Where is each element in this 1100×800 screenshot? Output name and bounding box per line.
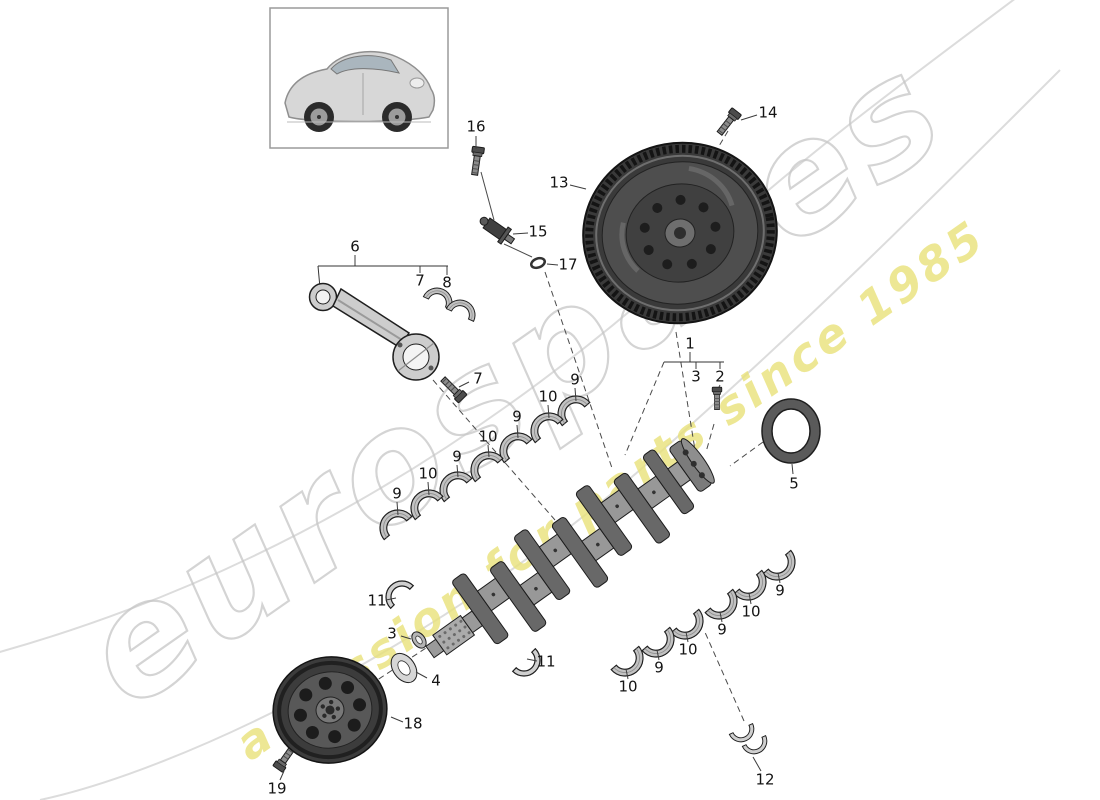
washer-17 [529, 256, 547, 270]
pulley-damper [272, 656, 388, 764]
car-illustration [284, 50, 436, 132]
callout-leader [748, 592, 752, 605]
part-callout-9-28[interactable]: 9 [654, 659, 664, 677]
callout-leader [279, 770, 285, 781]
assembly-lines [291, 130, 764, 752]
part-callout-3-10[interactable]: 3 [691, 368, 701, 386]
part-callout-11-20[interactable]: 11 [367, 592, 386, 610]
part-callout-18-30[interactable]: 18 [403, 715, 422, 733]
spacer-washer-4 [390, 652, 418, 684]
part-callout-3-21[interactable]: 3 [387, 625, 397, 643]
callout-leader [396, 501, 399, 516]
background-swoosh [0, 0, 1061, 800]
bolt-16 [468, 145, 485, 177]
connecting-rod [308, 282, 440, 381]
seal-ring-5 [761, 398, 821, 464]
part-callout-11-23[interactable]: 11 [536, 653, 555, 671]
callout-leader [791, 463, 794, 475]
callout-leader [547, 404, 550, 419]
callout-leader [574, 387, 577, 402]
part-callout-7-6[interactable]: 7 [415, 272, 425, 290]
part-callout-10-25[interactable]: 10 [741, 603, 760, 621]
part-callout-2-11[interactable]: 2 [715, 368, 725, 386]
key-3 [411, 631, 427, 649]
part-callout-8-7[interactable]: 8 [442, 274, 452, 292]
callout-leader [740, 114, 758, 121]
part-callout-1-9[interactable]: 1 [685, 335, 695, 353]
part-callout-12-32[interactable]: 12 [755, 771, 774, 789]
part-callout-15-3[interactable]: 15 [528, 223, 547, 241]
part-callout-5-19[interactable]: 5 [789, 475, 799, 493]
callout-leader [512, 232, 529, 235]
part-callout-10-27[interactable]: 10 [678, 641, 697, 659]
part-callout-9-14[interactable]: 9 [512, 408, 522, 426]
crankshaft [425, 438, 715, 659]
callout-leader [526, 658, 538, 662]
part-callout-17-4[interactable]: 17 [558, 256, 577, 274]
part-callout-19-31[interactable]: 19 [267, 780, 286, 798]
part-callout-9-26[interactable]: 9 [717, 621, 727, 639]
part-callout-10-29[interactable]: 10 [618, 678, 637, 696]
callout-leader [487, 444, 490, 458]
callout-leader [456, 464, 459, 478]
callout-leader [390, 716, 404, 723]
callout-leader [400, 635, 412, 640]
callout-leader [546, 263, 559, 266]
callout-leader [427, 481, 430, 496]
callout-leader [685, 631, 689, 643]
callout-leader [569, 184, 587, 190]
watermark-brand: eurospares [51, 21, 977, 742]
callout-leader [625, 668, 629, 680]
part-callout-10-15[interactable]: 10 [478, 428, 497, 446]
callout-leader [752, 756, 762, 772]
vehicle-thumbnail[interactable] [269, 7, 449, 149]
part-callout-13-2[interactable]: 13 [549, 174, 568, 192]
part-callout-7-8[interactable]: 7 [473, 370, 483, 388]
callout-leader [656, 649, 660, 661]
callout-leader [415, 671, 428, 679]
part-callout-4-22[interactable]: 4 [431, 672, 441, 690]
part-callout-14-1[interactable]: 14 [758, 104, 777, 122]
callout-leader [516, 424, 519, 439]
callout-leader [385, 597, 397, 601]
part-callout-16-0[interactable]: 16 [466, 118, 485, 136]
thrust-ring-12 [728, 723, 759, 747]
part-callout-9-18[interactable]: 9 [392, 485, 402, 503]
sensor-15 [479, 216, 516, 245]
part-callout-6-5[interactable]: 6 [350, 238, 360, 256]
flywheel [582, 141, 778, 325]
part-callout-9-24[interactable]: 9 [775, 582, 785, 600]
callout-leader [719, 611, 723, 623]
part-callout-10-13[interactable]: 10 [538, 388, 557, 406]
part-callout-10-17[interactable]: 10 [418, 465, 437, 483]
part-callout-9-12[interactable]: 9 [570, 371, 580, 389]
part-callout-9-16[interactable]: 9 [452, 448, 462, 466]
callout-leader [777, 572, 781, 584]
callout-leader [458, 381, 470, 388]
